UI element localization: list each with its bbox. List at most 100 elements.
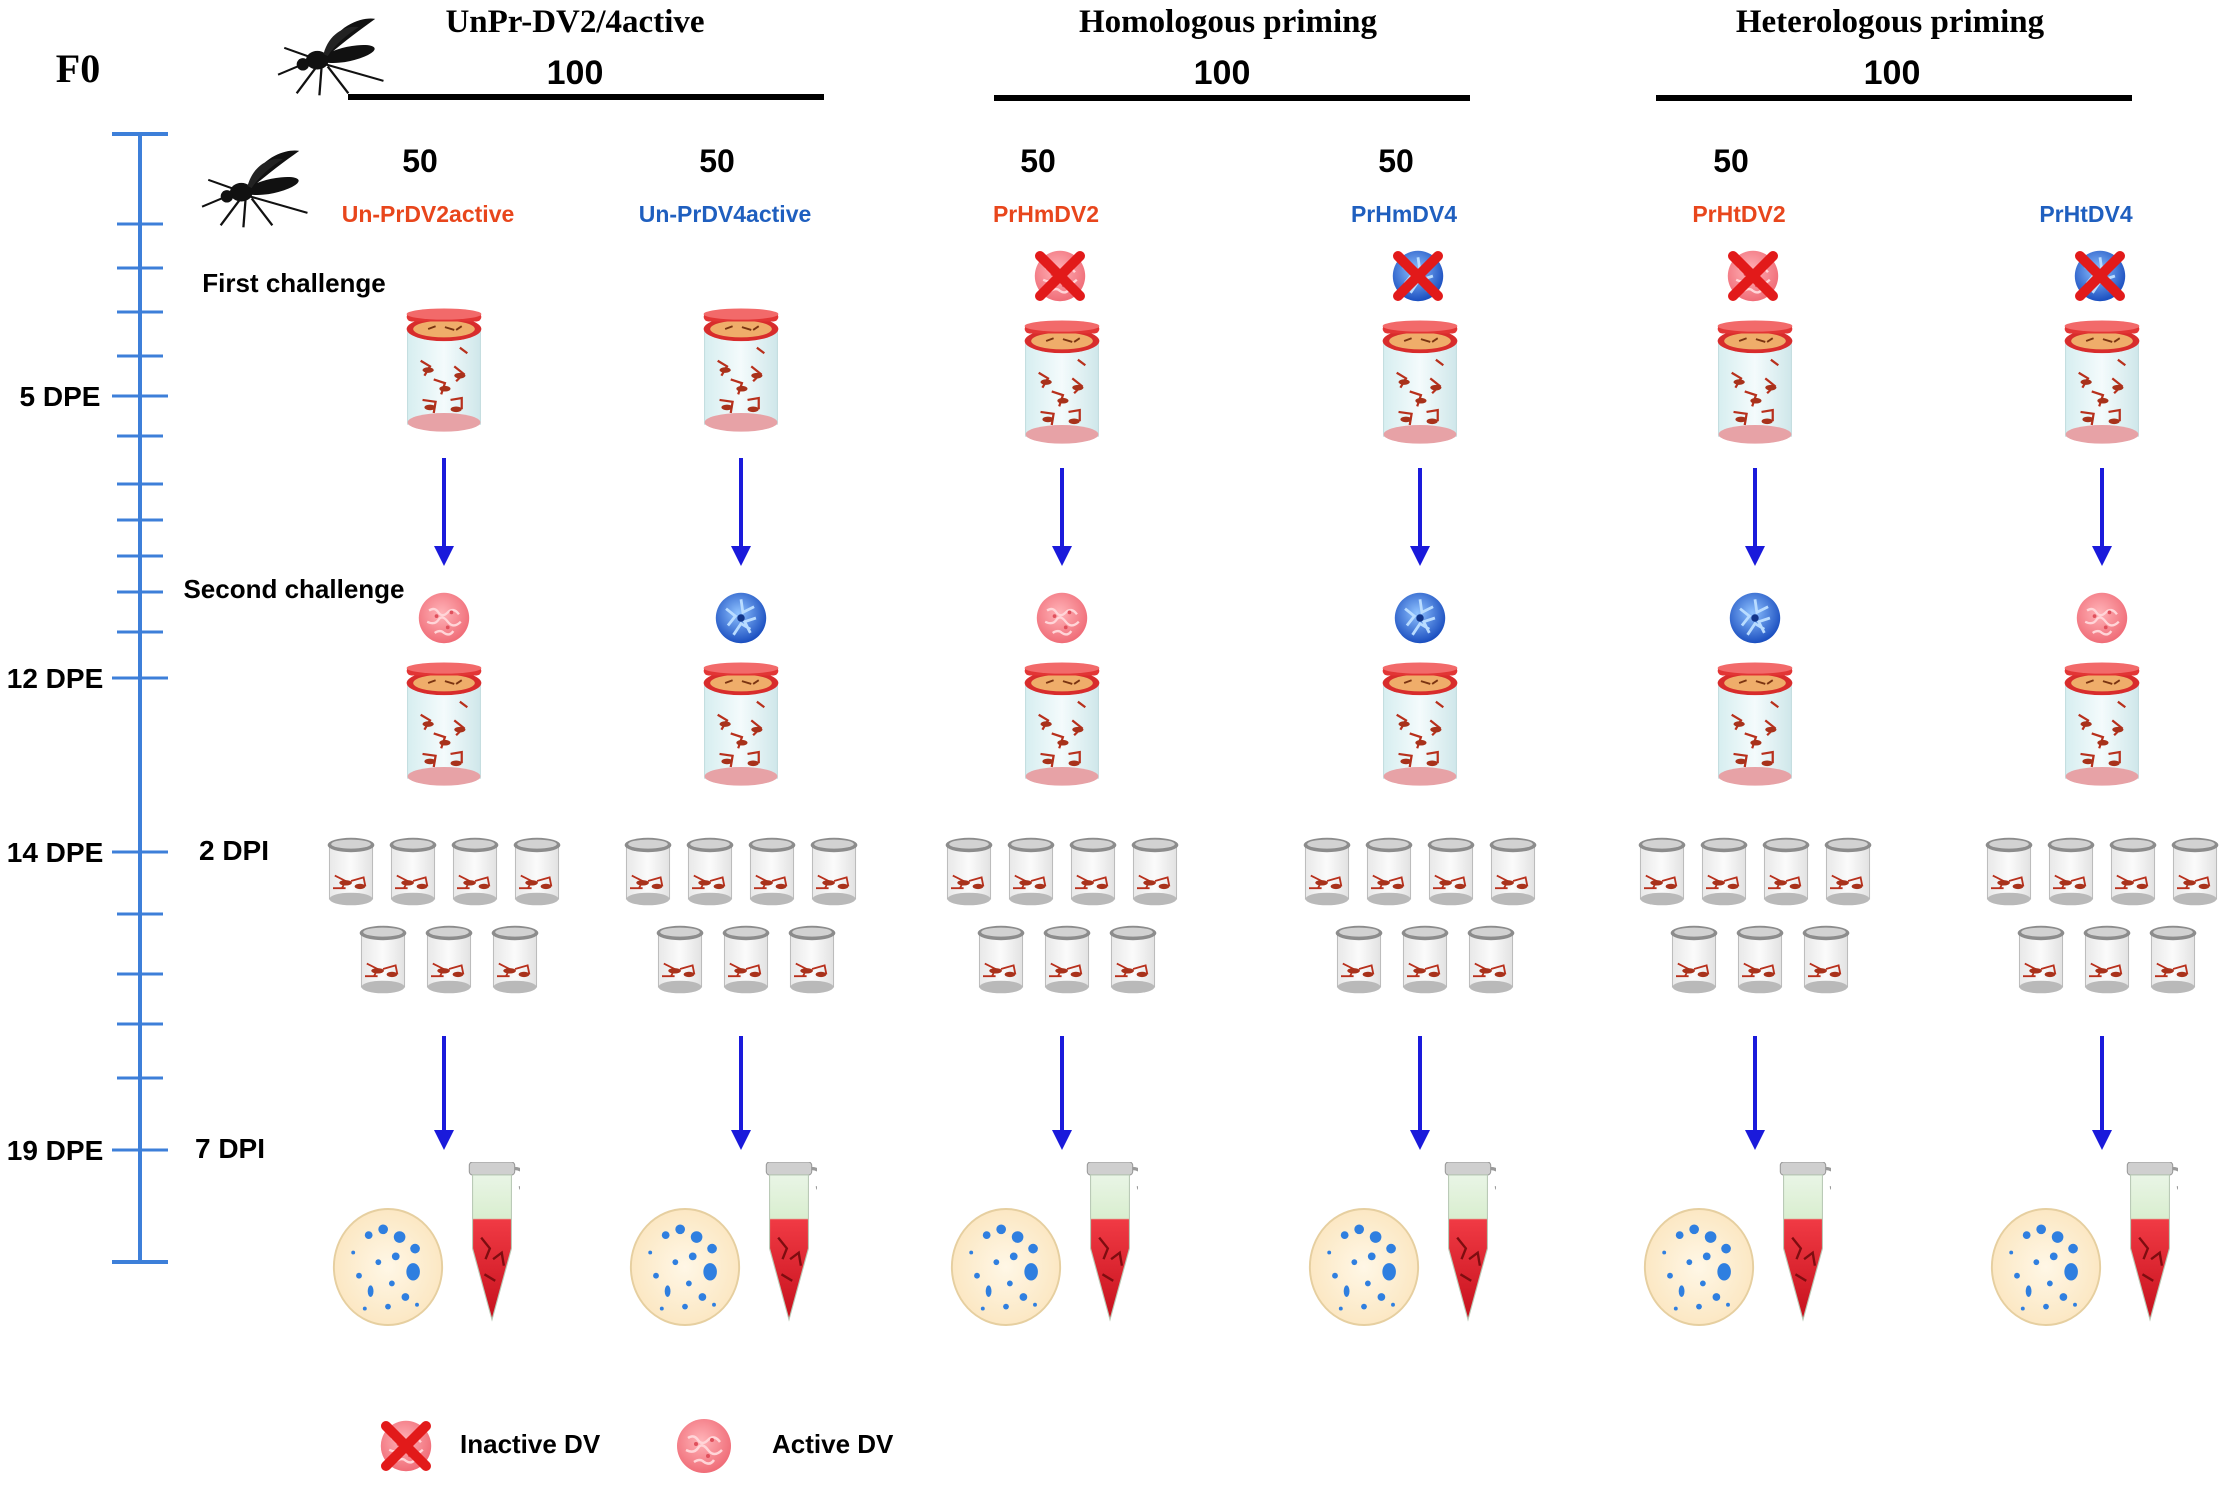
blue-virus-icon — [714, 591, 768, 645]
mosquito-cup-icon — [1823, 836, 1873, 907]
subgroup-count: 50 — [1713, 143, 1749, 179]
legend-item-inactive: Inactive DV — [379, 1419, 601, 1473]
legend-label: Inactive DV — [460, 1429, 601, 1459]
mosquito-cup-icon — [1068, 836, 1118, 907]
subgroup-label: Un-PrDV2active — [342, 201, 515, 227]
subgroup-label: Un-PrDV4active — [639, 201, 812, 227]
group-title: UnPr-DV2/4active — [445, 4, 704, 40]
mosquito-cup-icon — [2148, 924, 2198, 995]
sample-tube-icon — [467, 1162, 520, 1322]
mosquito-cup-icon — [512, 836, 562, 907]
mosquito-cup-icon — [655, 924, 705, 995]
mosquito-cage-icon — [1716, 661, 1794, 787]
mosquito-cup-icon — [2170, 836, 2220, 907]
mosquito-cup-icon — [490, 924, 540, 995]
plaque-plate-icon — [1308, 1207, 1420, 1327]
plaque-plate-icon — [950, 1207, 1062, 1327]
mosquito-cup-icon — [1042, 924, 1092, 995]
mosquito-cage-icon — [702, 661, 780, 787]
mosquito-cup-icon — [721, 924, 771, 995]
mosquito-cup-icon — [1108, 924, 1158, 995]
blue-virus-icon — [1728, 591, 1782, 645]
mosquito-cup-icon — [787, 924, 837, 995]
mosquito-cup-icon — [1302, 836, 1352, 907]
group-header-unprimed: UnPr-DV2/4active 100 — [276, 4, 824, 100]
mosquito-cup-icon — [809, 836, 859, 907]
timeline-label-7dpi: 7 DPI — [195, 1133, 265, 1164]
active-virus-icon — [2075, 591, 2129, 645]
cup-group — [326, 836, 562, 995]
group-count: 100 — [1864, 54, 1921, 92]
subgroup-count: 50 — [402, 143, 438, 179]
timeline-label-5dpe: 5 DPE — [20, 381, 101, 412]
mosquito-cup-icon — [1699, 836, 1749, 907]
mosquito-cup-icon — [1801, 924, 1851, 995]
plaque-plate-icon — [629, 1207, 741, 1327]
mosquito-cage-icon — [1381, 319, 1459, 445]
mosquito-cup-icon — [944, 836, 994, 907]
generation-label: F0 — [56, 46, 100, 91]
mosquito-cup-icon — [1984, 836, 2034, 907]
mosquito-cup-icon — [685, 836, 735, 907]
cup-group — [944, 836, 1180, 995]
legend-label: Active DV — [772, 1429, 894, 1459]
mosquito-cup-icon — [623, 836, 673, 907]
mosquito-cup-icon — [1426, 836, 1476, 907]
subgroup-label: PrHmDV2 — [993, 201, 1099, 227]
step-label-second-challenge: Second challenge — [183, 574, 404, 604]
mosquito-cage-icon — [1023, 319, 1101, 445]
mosquito-cup-icon — [388, 836, 438, 907]
timeline-axis — [112, 132, 168, 1264]
subgroup-label: PrHtDV4 — [2039, 201, 2133, 227]
mosquito-cage-icon — [1716, 319, 1794, 445]
plaque-plate-icon — [1643, 1207, 1755, 1327]
cup-group — [623, 836, 859, 995]
subgroup-count: 50 — [1378, 143, 1414, 179]
mosquito-cup-icon — [1466, 924, 1516, 995]
cup-group — [1984, 836, 2220, 995]
mosquito-cage-icon — [2063, 661, 2141, 787]
group-count: 100 — [1194, 54, 1251, 92]
mosquito-cup-icon — [1669, 924, 1719, 995]
mosquito-cup-icon — [747, 836, 797, 907]
mosquito-cup-icon — [358, 924, 408, 995]
subgroup-column-prhtdv4: PrHtDV4 — [1984, 201, 2220, 1327]
mosquito-icon — [276, 17, 385, 96]
step-label-first-challenge: First challenge — [202, 268, 386, 298]
mosquito-cage-icon — [2063, 319, 2141, 445]
mosquito-cage-icon — [1381, 661, 1459, 787]
mosquito-cup-icon — [326, 836, 376, 907]
subgroup-columns: 50Un-PrDV2active50Un-PrDV4active50PrHmDV… — [326, 143, 2220, 1327]
mosquito-cage-icon — [702, 307, 780, 433]
sample-tube-icon — [1778, 1162, 1831, 1322]
timeline-label-19dpe: 19 DPE — [7, 1135, 104, 1166]
mosquito-cup-icon — [1637, 836, 1687, 907]
mosquito-cup-icon — [1761, 836, 1811, 907]
active-virus-icon — [417, 591, 471, 645]
active-virus-icon — [1035, 591, 1089, 645]
legend-item-active: Active DV — [675, 1417, 894, 1475]
blue-virus-icon — [1393, 591, 1447, 645]
mosquito-cup-icon — [1334, 924, 1384, 995]
mosquito-cup-icon — [1006, 836, 1056, 907]
mosquito-cup-icon — [424, 924, 474, 995]
plaque-plate-icon — [1990, 1207, 2102, 1327]
sample-tube-icon — [764, 1162, 817, 1322]
mosquito-cup-icon — [1364, 836, 1414, 907]
timeline-label-12dpe: 12 DPE — [7, 663, 104, 694]
active-virus-icon — [675, 1417, 733, 1475]
mosquito-cup-icon — [1735, 924, 1785, 995]
timeline-label-14dpe: 14 DPE — [7, 837, 104, 868]
cup-group — [1302, 836, 1538, 995]
group-count: 100 — [547, 54, 604, 92]
legend: Inactive DV Active DV — [379, 1417, 894, 1475]
mosquito-cup-icon — [1400, 924, 1450, 995]
group-header-heterologous: Heterologous priming 100 — [1656, 4, 2132, 101]
subgroup-count: 50 — [1020, 143, 1056, 179]
